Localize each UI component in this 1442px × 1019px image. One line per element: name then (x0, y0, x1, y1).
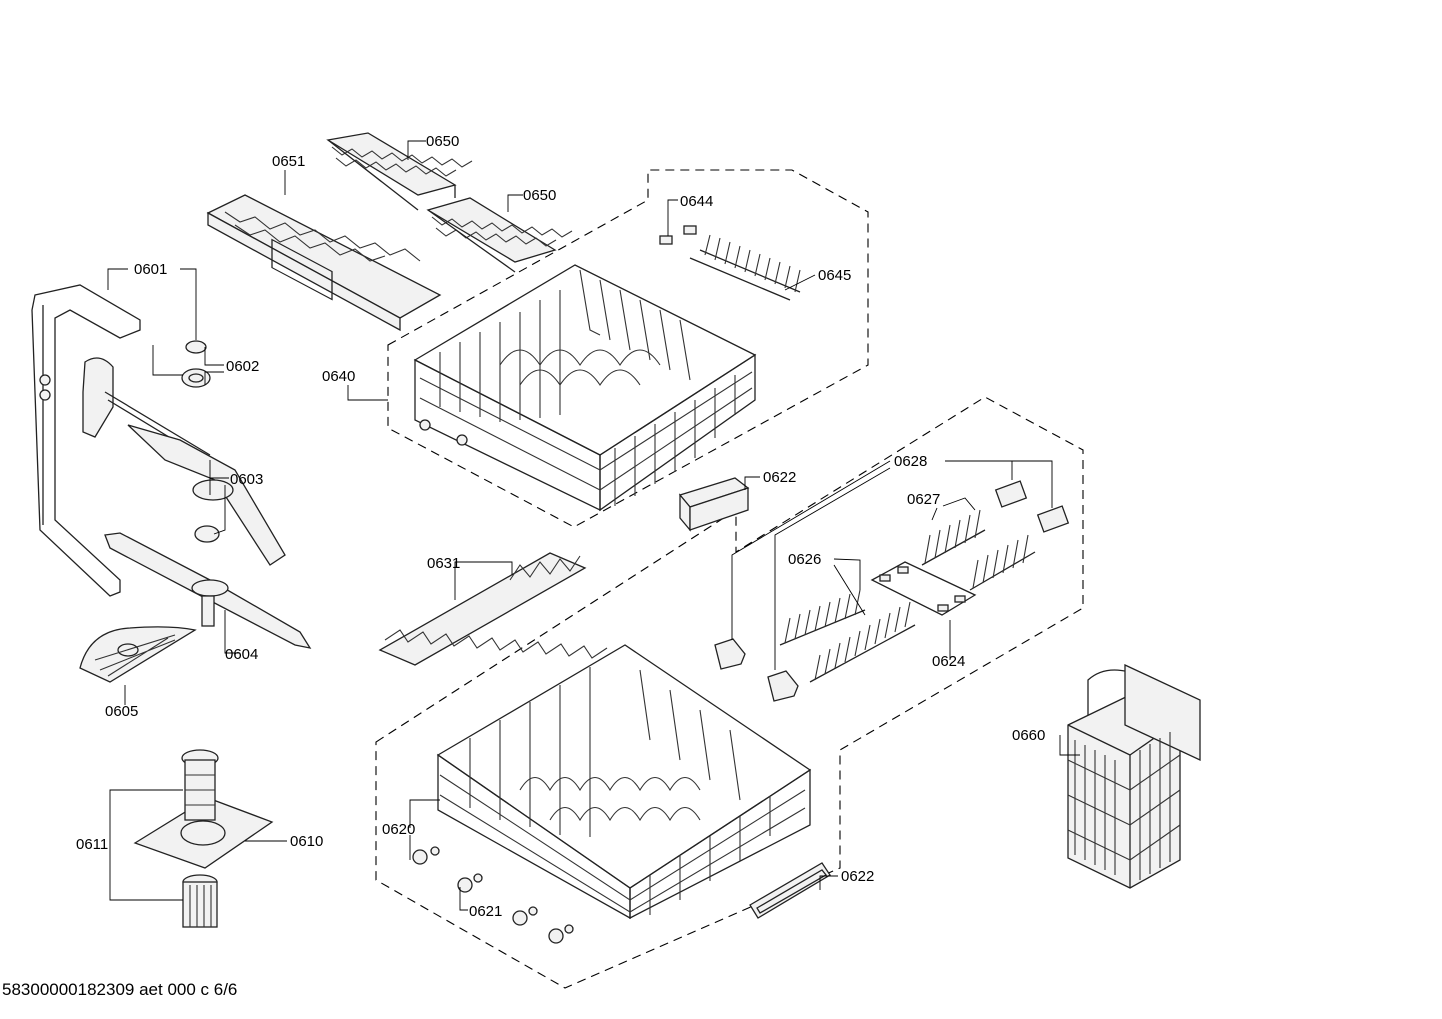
rack-holder-0628 (714, 480, 1070, 702)
leader-lines (107, 140, 1080, 911)
callout-0640: 0640 (322, 368, 355, 385)
callout-0628: 0628 (894, 453, 927, 470)
handle-0622-upper (678, 477, 750, 532)
cutlery-basket-0660 (1067, 663, 1201, 889)
lower-spray-arm-0604 (104, 532, 312, 649)
clip-set-0624 (870, 561, 977, 616)
callout-0626: 0626 (788, 551, 821, 568)
clip-0644 (659, 225, 697, 245)
filter-plate-0610 (133, 797, 274, 869)
cutlery-tray-0650-lower (426, 197, 573, 273)
callout-0651: 0651 (272, 153, 305, 170)
callout-0650a: 0650 (426, 133, 459, 150)
callout-0645: 0645 (818, 267, 851, 284)
callout-0604: 0604 (225, 646, 258, 663)
callout-0650b: 0650 (523, 187, 556, 204)
callout-0620: 0620 (382, 821, 415, 838)
cutlery-rack-0631 (378, 552, 608, 666)
folding-tines-0627 (921, 509, 1036, 591)
callout-0660: 0660 (1012, 727, 1045, 744)
cutlery-drawer-0651 (206, 194, 442, 332)
callout-0631: 0631 (427, 555, 460, 572)
cup-rack-0645 (689, 234, 801, 301)
supply-pipe-0601 (31, 284, 141, 597)
callout-0622a: 0622 (763, 469, 796, 486)
callout-0602: 0602 (226, 358, 259, 375)
upper-basket-0640 (413, 264, 757, 512)
folding-tines-0626 (779, 589, 916, 683)
upper-basket-group-outline (387, 169, 869, 528)
callout-0603: 0603 (230, 471, 263, 488)
callout-0605: 0605 (105, 703, 138, 720)
connector-0602 (181, 340, 211, 388)
lower-basket-group-outline (375, 396, 1084, 989)
callout-0611: 0611 (76, 836, 108, 853)
callout-0627: 0627 (907, 491, 940, 508)
callout-0610: 0610 (290, 833, 323, 850)
lower-basket-0620 (436, 644, 812, 920)
callout-0644: 0644 (680, 193, 713, 210)
callout-0622b: 0622 (841, 868, 874, 885)
callout-0621: 0621 (469, 903, 502, 920)
handle-0622-lower (749, 862, 831, 919)
upper-spray-arm-0603 (82, 357, 286, 566)
callout-labels: 0650 0650 0651 0644 0645 0601 0602 0640 … (76, 133, 1045, 920)
document-footer-code: 58300000182309 aet 000 c 6/6 (2, 980, 238, 999)
callout-0601: 0601 (134, 261, 167, 278)
filter-cylinder-0611 (181, 749, 219, 928)
cutlery-tray-0650-upper (326, 132, 473, 211)
callout-0624: 0624 (932, 653, 965, 670)
sieve-cover-0605 (79, 626, 197, 683)
wheel-0621 (412, 846, 574, 944)
